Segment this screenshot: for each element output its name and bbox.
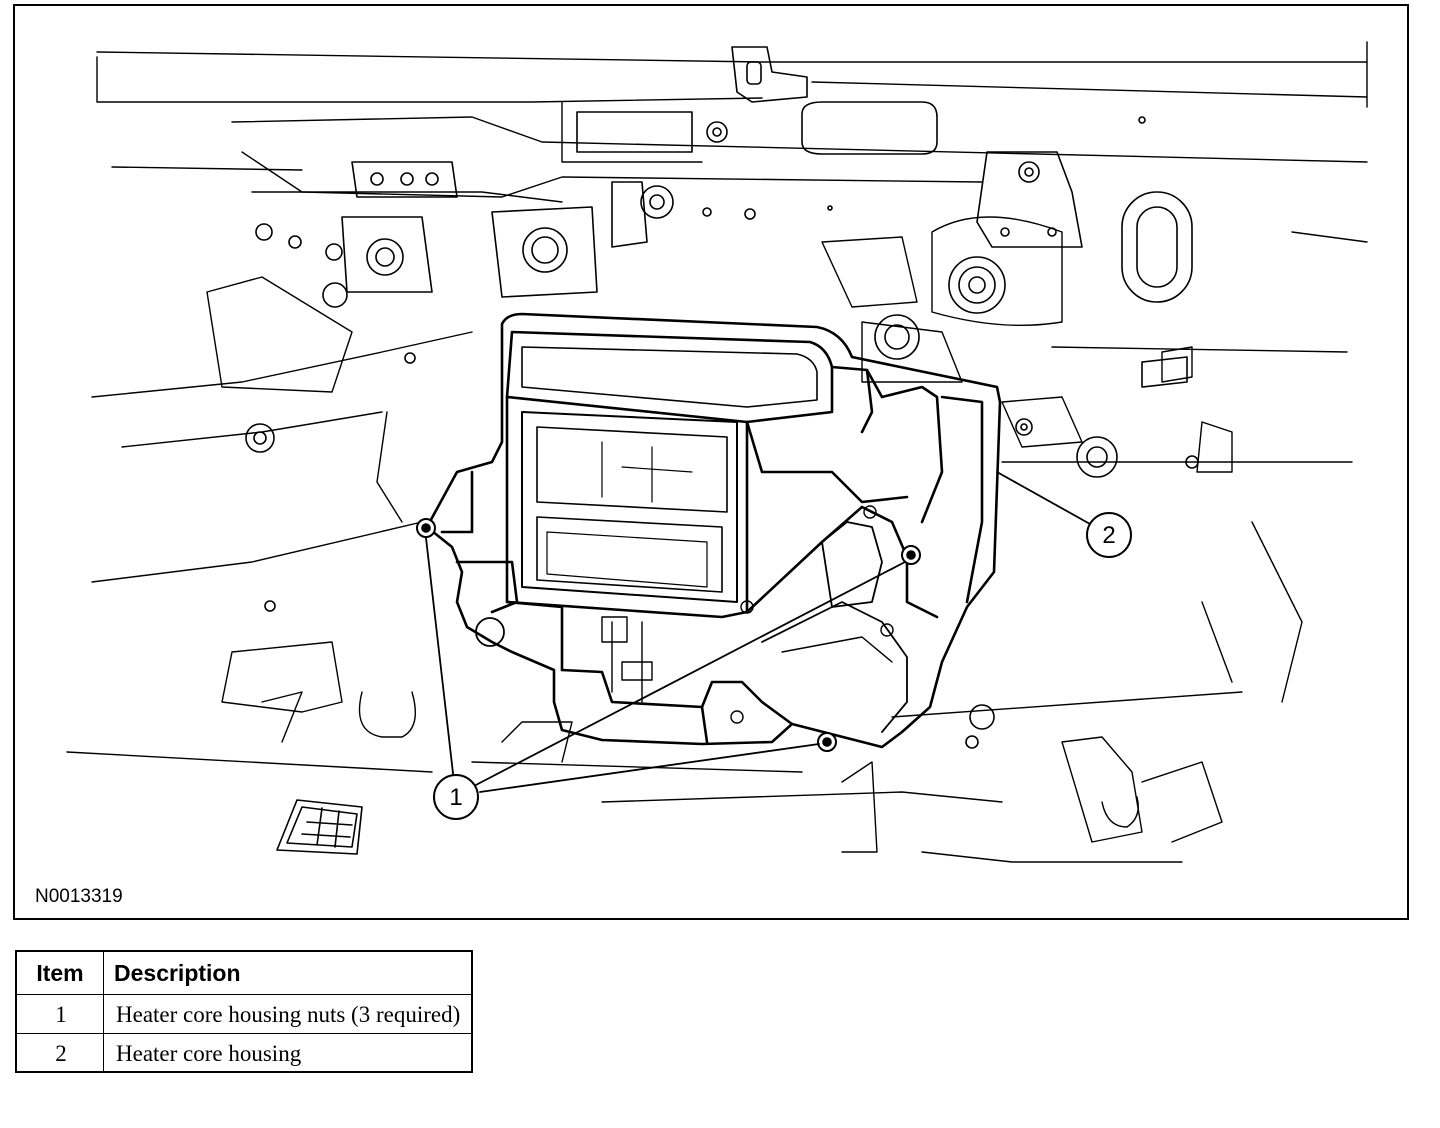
heater-core-housing <box>425 312 1002 749</box>
legend-row: 1 Heater core housing nuts (3 required) <box>15 994 473 1034</box>
legend-header-description: Description <box>103 950 473 995</box>
dash-panel-background <box>66 41 1368 863</box>
figure-id-code: N0013319 <box>35 886 123 907</box>
legend-row-item: 1 <box>15 994 104 1034</box>
leader-lines <box>425 471 1091 793</box>
legend-row-description: Heater core housing nuts (3 required) <box>103 994 473 1034</box>
legend-row-item: 2 <box>15 1032 104 1073</box>
callout-1-label: 1 <box>449 784 462 811</box>
heater-core-illustration: 1 2 <box>66 41 1368 863</box>
legend-row: 2 Heater core housing <box>15 1032 473 1073</box>
upper-brackets <box>245 46 1199 749</box>
callout-1: 1 <box>433 774 479 820</box>
legend-header-row: Item Description <box>15 950 473 995</box>
legend-header-item: Item <box>15 950 104 995</box>
legend-table: Item Description 1 Heater core housing n… <box>15 950 473 1074</box>
housing-nuts <box>416 518 921 752</box>
callout-2-label: 2 <box>1102 522 1115 549</box>
floor-grille <box>276 799 363 855</box>
callout-2: 2 <box>1086 512 1132 558</box>
legend-row-description: Heater core housing <box>103 1032 473 1073</box>
diagram-frame: 1 2 N0013319 <box>13 4 1409 920</box>
